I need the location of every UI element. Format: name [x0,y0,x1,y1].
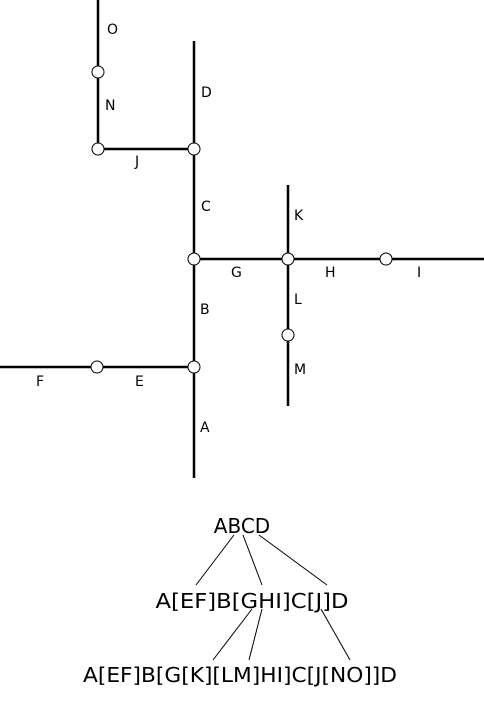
tree-edge [258,534,328,586]
node [91,65,105,79]
tree-edge [248,608,263,661]
label-n: N [105,98,115,114]
label-j: J [134,154,139,170]
label-l: L [294,292,302,308]
label-g: G [231,265,242,281]
label-i: I [417,265,421,281]
node [281,328,295,342]
label-f: F [36,374,44,390]
node [379,252,393,266]
node [187,252,201,266]
node [90,360,104,374]
node [187,142,201,156]
tree-edge [195,534,235,586]
label-e: E [135,374,144,390]
node [281,252,295,266]
label-o: O [107,22,118,38]
tree-level-2: A[EF]B[G[K][LM]HI]C[J[NO]]D [83,663,397,687]
label-m: M [294,362,306,378]
tree-edge [212,608,253,661]
node [91,142,105,156]
tree-edge [320,608,351,661]
label-k: K [294,208,304,224]
tree-root: ABCD [214,514,270,538]
label-b: B [200,302,210,318]
tree-edge [242,534,263,586]
label-h: H [325,265,336,281]
tree-level-1: A[EF]B[GHI]C[J]D [156,589,349,613]
label-a: A [200,420,210,436]
label-c: C [201,199,211,215]
label-d: D [201,85,212,101]
node [187,360,201,374]
